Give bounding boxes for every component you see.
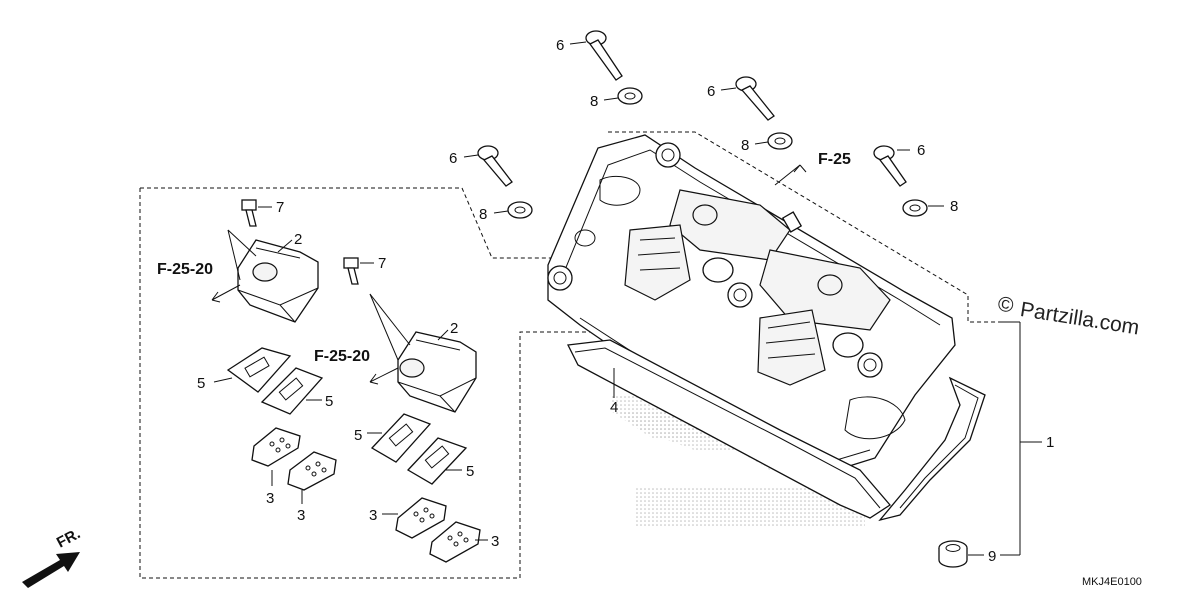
callout-4: 4 xyxy=(610,399,618,416)
callout-6-a: 6 xyxy=(556,37,564,54)
plate-3-b xyxy=(287,451,337,491)
callout-3-c: 3 xyxy=(369,507,377,524)
ref-arrow-f25 xyxy=(793,164,807,173)
bolt-6-b xyxy=(735,76,775,121)
callout-8-c: 8 xyxy=(479,206,487,223)
head-cover-gasket xyxy=(567,339,986,522)
callout-6-d: 6 xyxy=(917,142,925,159)
washer-8-c xyxy=(507,201,533,219)
direction-label: FR. xyxy=(54,525,83,551)
direction-arrow-icon: FR. xyxy=(22,525,83,588)
grommet-part-9 xyxy=(938,540,968,568)
watermark-site: Partzilla.com xyxy=(1019,298,1141,340)
callout-5-d: 5 xyxy=(466,463,474,480)
seal-5-b xyxy=(260,367,324,415)
bolt-6-a xyxy=(585,30,623,81)
leader-lines xyxy=(213,41,1042,556)
callout-2-a: 2 xyxy=(294,231,302,248)
callout-8-b: 8 xyxy=(741,137,749,154)
bolt-6-d xyxy=(873,145,907,187)
ref-f25-20-right: F-25-20 xyxy=(314,348,370,365)
bolt-6-c xyxy=(477,145,513,187)
diagram-code: MKJ4E0100 xyxy=(1082,576,1142,588)
callout-6-b: 6 xyxy=(707,83,715,100)
callout-3-b: 3 xyxy=(297,507,305,524)
callout-5-a: 5 xyxy=(197,375,205,392)
callout-6-c: 6 xyxy=(449,150,457,167)
ignition-coil-2-b xyxy=(397,331,477,413)
callout-3-a: 3 xyxy=(266,490,274,507)
callout-8-d: 8 xyxy=(950,198,958,215)
plate-3-a xyxy=(251,427,301,467)
callout-2-b: 2 xyxy=(450,320,458,337)
callout-8-a: 8 xyxy=(590,93,598,110)
cylinder-head-cover xyxy=(547,134,956,473)
seal-5-d xyxy=(406,437,468,485)
callout-3-d: 3 xyxy=(491,533,499,550)
callout-7-b: 7 xyxy=(378,255,386,272)
plate-3-c xyxy=(395,497,447,539)
ref-arrow-right xyxy=(369,367,399,385)
callout-1: 1 xyxy=(1046,434,1054,451)
seal-5-c xyxy=(370,413,432,463)
bolt-7-b xyxy=(343,257,359,285)
bolt-7-a xyxy=(241,199,257,227)
copyright-symbol: © xyxy=(996,292,1015,317)
ignition-coil-2-a xyxy=(237,239,319,323)
washer-8-a xyxy=(617,87,643,105)
partzilla-watermark: © Partzilla.com xyxy=(996,292,1141,339)
ref-f25-20-left: F-25-20 xyxy=(157,261,213,278)
washer-8-b xyxy=(767,132,793,150)
seal-5-a xyxy=(226,347,292,393)
washer-8-d xyxy=(902,199,928,217)
callout-5-b: 5 xyxy=(325,393,333,410)
callout-5-c: 5 xyxy=(354,427,362,444)
plate-3-d xyxy=(429,521,481,563)
callout-9: 9 xyxy=(988,548,996,565)
callout-7-a: 7 xyxy=(276,199,284,216)
group-boundary-left xyxy=(139,187,598,579)
ref-arrow-left xyxy=(211,284,241,303)
ref-f25: F-25 xyxy=(818,151,851,168)
group-boundary-right xyxy=(608,131,1000,323)
